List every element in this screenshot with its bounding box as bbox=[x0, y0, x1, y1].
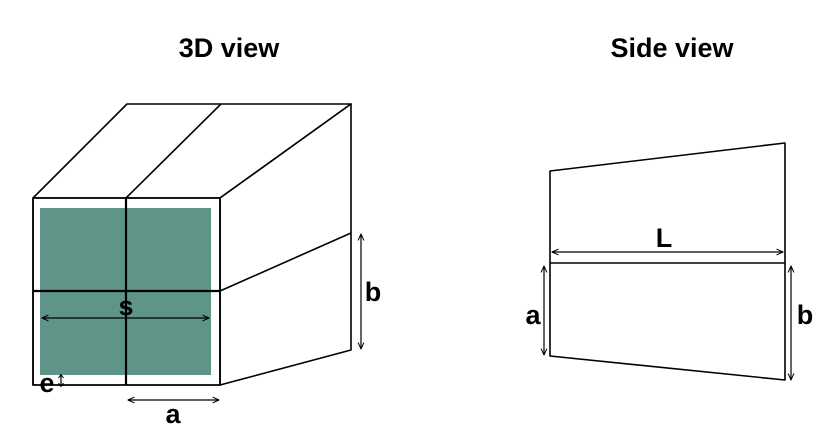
dimension-e-arrowheads bbox=[58, 373, 64, 388]
label-s: s bbox=[118, 291, 133, 321]
side-face-divider bbox=[219, 232, 352, 292]
title-3d-view: 3D view bbox=[179, 33, 281, 63]
label-a-3d: a bbox=[165, 399, 181, 429]
label-b-3d: b bbox=[365, 277, 382, 307]
box-3d bbox=[32, 103, 352, 386]
label-L: L bbox=[656, 223, 673, 253]
label-b-side: b bbox=[797, 300, 814, 330]
title-side-view: Side view bbox=[610, 33, 734, 63]
label-e: e bbox=[39, 368, 54, 398]
top-face-divider bbox=[125, 103, 222, 199]
side-view-shape bbox=[549, 142, 786, 381]
front-face-outline bbox=[32, 197, 221, 386]
side-view-outline bbox=[549, 142, 786, 381]
label-a-side: a bbox=[525, 300, 541, 330]
